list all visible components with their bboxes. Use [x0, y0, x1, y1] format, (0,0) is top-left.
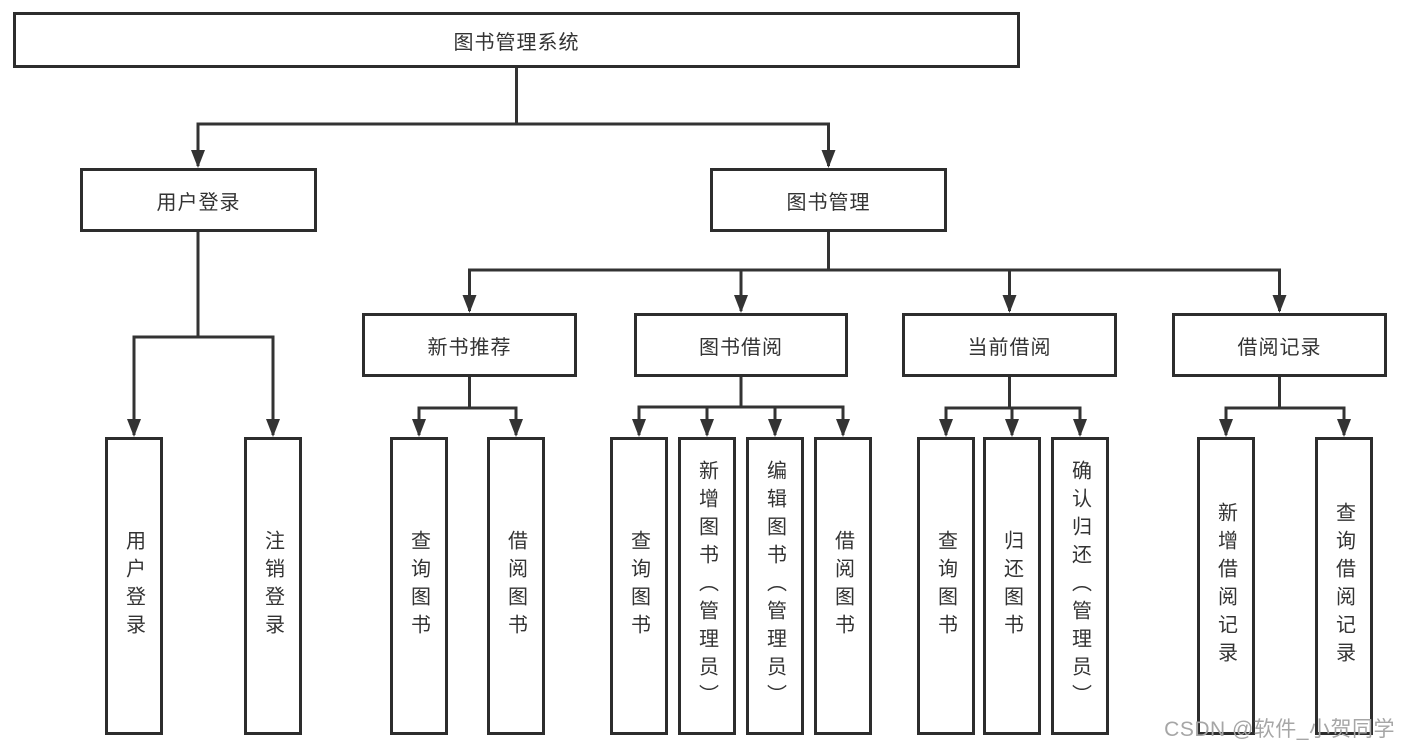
leaf-borrow-edit-books-admin: 编辑图书（管理员）	[746, 437, 804, 735]
connector-current-borrow-branch	[939, 377, 1087, 437]
node-label: 借阅图书	[831, 530, 854, 642]
node-current-borrow: 当前借阅	[902, 313, 1117, 377]
node-label: 查询图书	[934, 530, 957, 642]
node-label: 查询图书	[627, 530, 650, 642]
node-book-management: 图书管理	[710, 168, 947, 232]
connector-book-borrow-branch	[632, 377, 850, 437]
leaf-user-login: 用户登录	[105, 437, 163, 735]
node-label: 借阅记录	[1237, 336, 1322, 359]
node-label: 编辑图书（管理员）	[763, 460, 786, 712]
node-borrow-records: 借阅记录	[1172, 313, 1387, 377]
node-label: 确认归还（管理员）	[1068, 460, 1091, 712]
node-label: 新书推荐	[427, 336, 512, 359]
connector-user-login-branch	[127, 232, 280, 437]
connector-borrow-records-branch	[1219, 377, 1351, 437]
leaf-borrow-add-books-admin: 新增图书（管理员）	[678, 437, 736, 735]
node-user-login: 用户登录	[80, 168, 317, 232]
leaf-current-return-books: 归还图书	[983, 437, 1041, 735]
leaf-logout: 注销登录	[244, 437, 302, 735]
leaf-borrow-query-books: 查询图书	[610, 437, 668, 735]
node-label: 用户登录	[122, 530, 145, 642]
node-label: 新增图书（管理员）	[695, 460, 718, 712]
leaf-current-query-books: 查询图书	[917, 437, 975, 735]
node-label: 图书借阅	[699, 336, 783, 359]
connector-new-book-recommend-branch	[412, 377, 523, 437]
leaf-borrow-borrow-books: 借阅图书	[814, 437, 872, 735]
leaf-current-confirm-return-admin: 确认归还（管理员）	[1051, 437, 1109, 735]
node-new-book-recommend: 新书推荐	[362, 313, 577, 377]
node-label: 查询借阅记录	[1332, 502, 1355, 670]
node-root: 图书管理系统	[13, 12, 1020, 68]
leaf-recommend-query-books: 查询图书	[390, 437, 448, 735]
node-label: 注销登录	[261, 530, 284, 642]
leaf-recommend-borrow-books: 借阅图书	[487, 437, 545, 735]
leaf-records-add-record: 新增借阅记录	[1197, 437, 1255, 735]
node-label: 图书管理	[786, 191, 871, 214]
node-book-borrow: 图书借阅	[634, 313, 848, 377]
node-label: 新增借阅记录	[1214, 502, 1237, 670]
node-label: 借阅图书	[504, 530, 527, 642]
leaf-records-query-record: 查询借阅记录	[1315, 437, 1373, 735]
node-label: 用户登录	[156, 191, 241, 214]
connector-book-management-branch	[462, 232, 1287, 313]
connector-root-branch	[191, 68, 836, 168]
node-label: 当前借阅	[967, 336, 1052, 359]
node-label: 归还图书	[1000, 530, 1023, 642]
node-label: 图书管理系统	[453, 31, 580, 54]
node-label: 查询图书	[407, 530, 430, 642]
watermark: CSDN @软件_小贺同学	[1164, 718, 1395, 741]
